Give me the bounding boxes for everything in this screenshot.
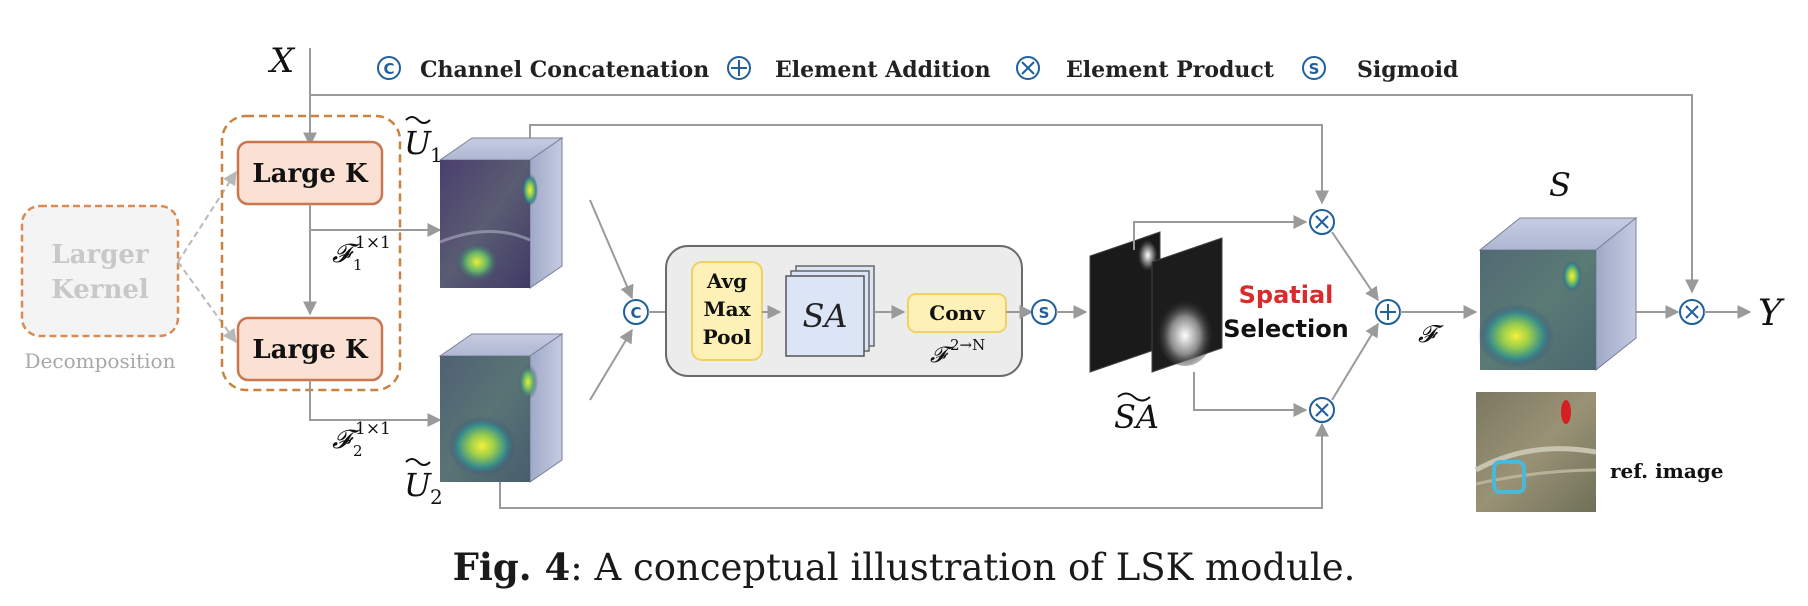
legend-add: Element Addition: [727, 56, 991, 83]
svg-text:2: 2: [353, 442, 363, 460]
product-op-bottom: [1309, 397, 1335, 423]
reference-image: [1474, 392, 1597, 512]
svg-text:C: C: [630, 304, 641, 322]
figure-number: Fig. 4: [452, 545, 571, 589]
ref-image-label: ref. image: [1610, 459, 1724, 483]
f-label: 𝓕: [1418, 320, 1444, 348]
u1-feature-cube: [438, 137, 564, 289]
sa-stack: SA: [785, 265, 875, 357]
larger-kernel-line2: Kernel: [51, 275, 149, 305]
u2-subscript: 2: [430, 485, 443, 509]
legend-sigmoid: S Sigmoid: [1302, 56, 1458, 83]
u2-label: U: [404, 466, 432, 504]
sa-tilde-label: SA: [1114, 392, 1159, 436]
legend-product: Element Product: [1016, 56, 1275, 83]
svg-text:SA: SA: [1114, 398, 1159, 436]
output-y-label: Y: [1758, 293, 1785, 334]
concat-op: C: [623, 299, 649, 325]
u2-skip-to-product: [499, 422, 1329, 509]
svg-text:Avg: Avg: [706, 269, 747, 293]
legend-add-symbol: [731, 60, 747, 76]
selection-label: Selection: [1223, 315, 1349, 343]
legend-concat: C Channel Concatenation: [377, 56, 709, 83]
decomp-arrow-up: [177, 170, 237, 263]
svg-text:Max: Max: [703, 297, 751, 321]
spatial-label: Spatial: [1239, 281, 1334, 309]
product-bottom-to-add: [1331, 322, 1379, 401]
large-k-2-label: Large K: [252, 335, 369, 365]
input-x-label: X: [267, 41, 296, 81]
conv-box: Conv: [907, 293, 1007, 333]
sa-label: SA: [802, 297, 847, 335]
f2-label: 𝓕 1×1 2: [332, 419, 391, 460]
u1-label: U: [404, 124, 432, 162]
legend-concat-symbol: C: [383, 60, 394, 78]
larger-kernel-box: Larger Kernel: [20, 204, 180, 338]
svg-text:1: 1: [353, 256, 363, 274]
s-feature-cube: [1478, 216, 1638, 372]
u1-skip-to-product: [529, 124, 1329, 205]
legend: C Channel Concatenation Element Addition…: [377, 56, 1458, 83]
figure-caption: Fig. 4: A conceptual illustration of LSK…: [0, 545, 1808, 589]
u1-to-concat: [589, 199, 634, 300]
spatial-attention-maps: [1089, 231, 1223, 373]
svg-text:Pool: Pool: [703, 325, 752, 349]
u2-feature-cube: [438, 333, 564, 483]
legend-product-symbol: [1021, 61, 1035, 75]
final-product-op: [1679, 299, 1705, 325]
product-op-top: [1309, 209, 1335, 235]
legend-product-label: Element Product: [1066, 57, 1275, 83]
sigmoid-op: S: [1031, 299, 1057, 325]
large-k-1: Large K: [236, 140, 384, 206]
decomp-arrow-down: [177, 261, 237, 344]
u2-to-concat: [589, 328, 633, 401]
f1-label: 𝓕 1×1 1: [332, 233, 391, 274]
f2-arrow: [309, 380, 442, 427]
product-top-to-add: [1331, 231, 1379, 302]
svg-text:1×1: 1×1: [355, 233, 391, 253]
u1-subscript: 1: [430, 143, 443, 167]
large-k-1-label: Large K: [252, 159, 369, 189]
u2-tilde: [405, 458, 431, 466]
svg-text:S: S: [1039, 304, 1050, 322]
u1-tilde: [405, 116, 431, 124]
svg-text:1×1: 1×1: [355, 419, 391, 439]
map1-to-product: [1133, 215, 1308, 250]
map2-to-product: [1193, 372, 1308, 417]
x-skip-connection: [310, 94, 1699, 294]
large-k-2: Large K: [236, 316, 384, 382]
svg-text:Conv: Conv: [929, 301, 986, 325]
figure-caption-text: : A conceptual illustration of LSK modul…: [570, 546, 1356, 589]
svg-text:2→N: 2→N: [950, 336, 985, 354]
legend-add-label: Element Addition: [775, 57, 991, 83]
larger-kernel-line1: Larger: [51, 240, 149, 270]
avg-max-pool-box: Avg Max Pool: [691, 261, 763, 361]
legend-sigmoid-symbol: S: [1309, 60, 1320, 78]
add-op: [1375, 299, 1401, 325]
s-label: S: [1549, 166, 1571, 204]
legend-concat-label: Channel Concatenation: [420, 57, 709, 83]
legend-sigmoid-label: Sigmoid: [1357, 57, 1458, 83]
decomposition-caption: Decomposition: [25, 349, 176, 373]
